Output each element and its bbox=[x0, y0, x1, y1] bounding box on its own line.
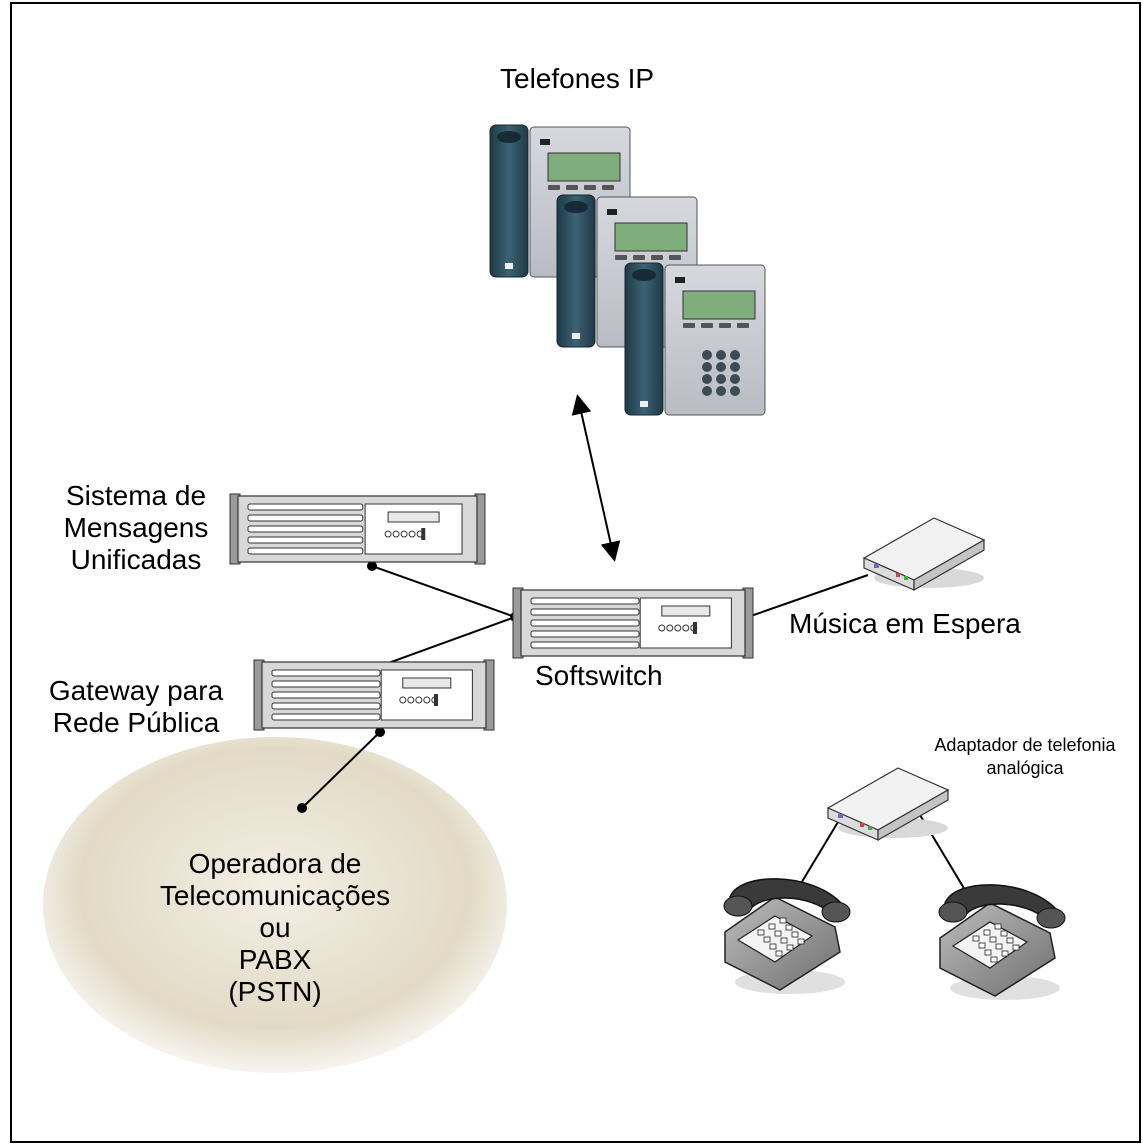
softswitch-label: Softswitch bbox=[535, 660, 663, 691]
music-on-hold-device bbox=[862, 517, 986, 592]
pstn-label: Operadora de Telecomunicações ou PABX (P… bbox=[130, 848, 420, 1008]
pstn-label-line-2: Telecomunicações bbox=[159, 880, 391, 911]
ip-phone-3 bbox=[624, 262, 766, 416]
analog-phone-right bbox=[938, 884, 1066, 1000]
public-network-gateway bbox=[253, 659, 495, 731]
diagram-frame bbox=[10, 2, 1141, 1143]
ums-label-line-1: Sistema de bbox=[65, 480, 207, 511]
analog-telephony-adapter bbox=[826, 767, 950, 842]
analog-phones-group bbox=[723, 878, 1066, 1000]
ums-label-line-3: Unificadas bbox=[70, 544, 202, 575]
analog-adapter-label: Adaptador de telefonia analógica bbox=[910, 734, 1140, 780]
analog-phone-left bbox=[723, 878, 851, 994]
gateway-label-line-2: Rede Pública bbox=[52, 707, 220, 738]
softswitch-server bbox=[512, 587, 754, 659]
gateway-label-line-1: Gateway para bbox=[48, 675, 224, 706]
analog-adapter-label-line-2: analógica bbox=[986, 758, 1064, 778]
analog-adapter-label-line-1: Adaptador de telefonia bbox=[934, 735, 1116, 755]
pstn-label-line-4: PABX bbox=[238, 944, 312, 975]
pstn-cloud bbox=[43, 737, 507, 1073]
device-boxes-group bbox=[826, 517, 986, 842]
music-on-hold-label: Música em Espera bbox=[789, 608, 1021, 639]
pstn-label-line-3: ou bbox=[259, 912, 291, 943]
pstn-label-line-1: Operadora de bbox=[188, 848, 362, 879]
pstn-label-line-5: (PSTN) bbox=[228, 976, 322, 1007]
connection-lines bbox=[301, 394, 969, 896]
unified-messaging-server bbox=[229, 493, 486, 565]
ip-phones-label: Telefones IP bbox=[500, 63, 655, 94]
ip-phones-group bbox=[489, 124, 766, 416]
ums-label: Sistema de Mensagens Unificadas bbox=[40, 480, 232, 576]
servers-group bbox=[229, 493, 754, 731]
ums-label-line-2: Mensagens bbox=[63, 512, 209, 543]
gateway-label: Gateway para Rede Pública bbox=[20, 675, 252, 739]
